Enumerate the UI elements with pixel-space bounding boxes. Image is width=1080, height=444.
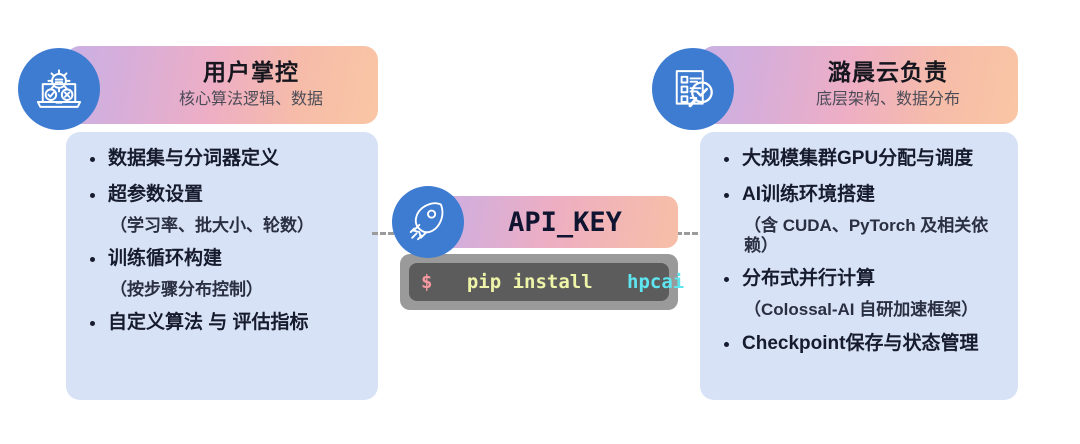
api-key-bar: API_KEY — [392, 186, 678, 258]
list-item: AI训练环境搭建 — [722, 184, 1004, 207]
cloud-provider-list: 大规模集群GPU分配与调度 AI训练环境搭建 （含 CUDA、PyTorch 及… — [722, 148, 1004, 355]
api-key-cluster: API_KEY $ pip install hpcai — [392, 186, 684, 310]
terminal-package: hpcai — [627, 271, 685, 293]
list-item: 分布式并行计算 — [722, 268, 1004, 291]
list-item: （按步骤分布控制） — [110, 279, 263, 299]
cloud-provider-body: 大规模集群GPU分配与调度 AI训练环境搭建 （含 CUDA、PyTorch 及… — [700, 132, 1018, 400]
user-control-list: 数据集与分词器定义 超参数设置 （学习率、批大小、轮数） 训练循环构建 （按步骤… — [88, 148, 364, 335]
terminal-command-line[interactable]: $ pip install hpcai — [409, 263, 684, 301]
list-item: （Colossal-AI 自研加速框架） — [744, 300, 979, 320]
list-item: Checkpoint保存与状态管理 — [722, 333, 1004, 356]
list-item: （含 CUDA、PyTorch 及相关依赖） — [744, 215, 989, 255]
user-control-card: 用户掌控 核心算法逻辑、数据 数据集与分词器定义 超参数设置 （学习率、批大小、… — [18, 46, 378, 400]
laptop-gear-icon — [18, 48, 100, 130]
user-control-header: 用户掌控 核心算法逻辑、数据 — [18, 46, 378, 130]
terminal-command: pip install — [466, 271, 593, 293]
connector-line-left — [372, 232, 402, 235]
rocket-icon — [392, 186, 464, 258]
list-item: 超参数设置 — [88, 184, 364, 207]
user-control-body: 数据集与分词器定义 超参数设置 （学习率、批大小、轮数） 训练循环构建 （按步骤… — [66, 132, 378, 400]
clipboard-search-check-icon — [652, 48, 734, 130]
connector-line-right — [676, 232, 706, 235]
cloud-provider-subtitle: 底层架构、数据分布 — [815, 90, 960, 108]
list-item: 自定义算法 与 评估指标 — [88, 312, 364, 335]
list-item: 数据集与分词器定义 — [88, 148, 364, 171]
list-item: （学习率、批大小、轮数） — [110, 215, 314, 235]
list-item: 大规模集群GPU分配与调度 — [722, 148, 1004, 171]
user-control-subtitle: 核心算法逻辑、数据 — [178, 90, 323, 108]
cloud-provider-title: 潞晨云负责 — [828, 59, 948, 86]
terminal-frame: $ pip install hpcai — [400, 254, 684, 310]
api-key-label: API_KEY — [508, 206, 622, 238]
terminal-prompt: $ — [421, 271, 433, 293]
cloud-provider-header: 潞晨云负责 底层架构、数据分布 — [652, 46, 1018, 130]
list-item: 训练循环构建 — [88, 248, 364, 271]
cloud-provider-card: 潞晨云负责 底层架构、数据分布 大规模集群GPU分配与调度 AI训练环境搭建 （… — [652, 46, 1018, 400]
user-control-title: 用户掌控 — [203, 59, 299, 86]
